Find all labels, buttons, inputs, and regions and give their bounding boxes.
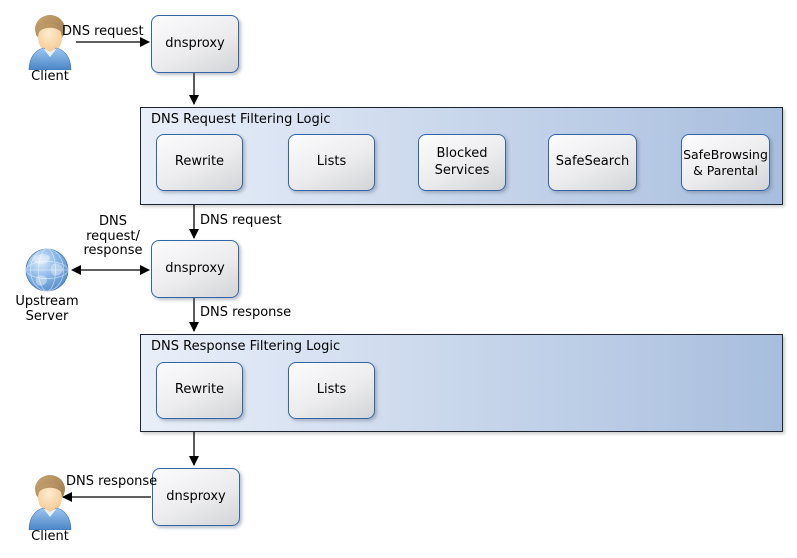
dnsproxy-bottom-node: dnsproxy — [152, 468, 240, 526]
rewrite-box-request: Rewrite — [156, 134, 243, 191]
response-filtering-title: DNS Response Filtering Logic — [151, 339, 341, 354]
response-filtering-container: DNS Response Filtering Logic Rewrite Lis… — [140, 334, 783, 432]
user-icon — [28, 15, 72, 71]
edge-label-dns-request-mid: DNS request — [200, 213, 282, 228]
client-top-label: Client — [31, 69, 69, 84]
client-top — [24, 12, 76, 74]
user-icon — [28, 475, 72, 531]
safesearch-box: SafeSearch — [548, 134, 637, 191]
edge-label-dns-request-top: DNS request — [62, 24, 144, 39]
edge-label-dns-response-bottom: DNS response — [66, 474, 158, 489]
blocked-services-box: Blocked Services — [418, 134, 506, 191]
dnsproxy-mid-node: dnsproxy — [151, 240, 239, 298]
edge-label-upstream-exchange: DNS request/ response — [83, 214, 143, 259]
lists-box-request: Lists — [288, 134, 375, 191]
client-bottom — [24, 472, 76, 534]
edge-label-dns-response-mid: DNS response — [200, 305, 292, 320]
upstream-server-label: Upstream Server — [15, 294, 79, 324]
upstream-server — [25, 248, 69, 296]
safebrowsing-parental-box: SafeBrowsing & Parental — [681, 134, 770, 191]
client-bottom-label: Client — [31, 529, 69, 544]
request-filtering-title: DNS Request Filtering Logic — [151, 112, 331, 127]
lists-box-response: Lists — [288, 362, 375, 419]
dnsproxy-top-node: dnsproxy — [151, 15, 239, 73]
globe-icon — [25, 248, 69, 292]
rewrite-box-response: Rewrite — [156, 362, 243, 419]
request-filtering-container: DNS Request Filtering Logic Rewrite List… — [140, 107, 783, 205]
